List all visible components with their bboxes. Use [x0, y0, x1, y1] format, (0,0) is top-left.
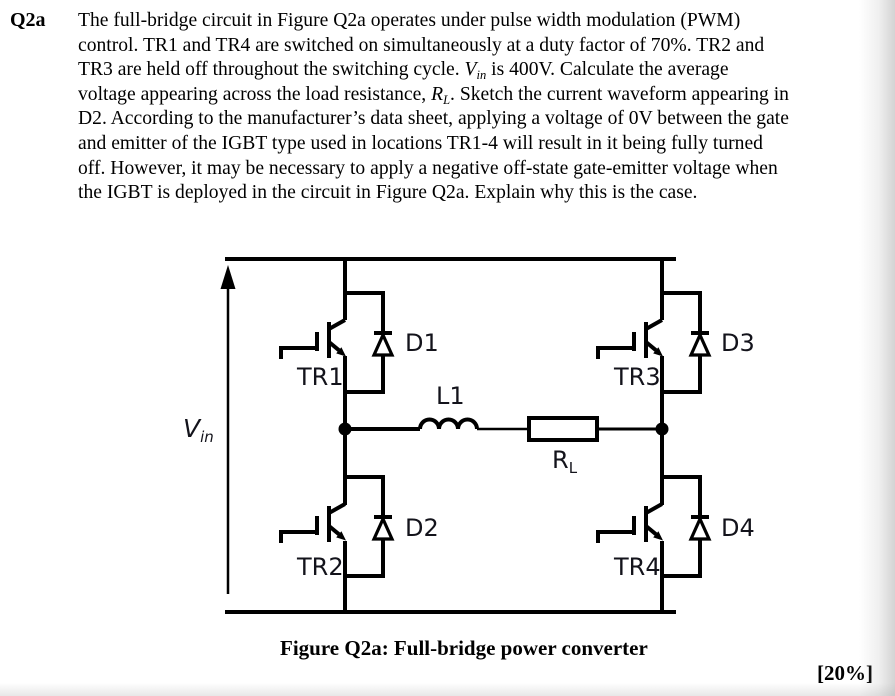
vin-label-subscript: in	[200, 428, 214, 446]
text-segment: D2. According to the manufacturer’s data…	[78, 108, 789, 130]
text-segment: control. TR1 and TR4 are switched on sim…	[78, 34, 765, 56]
question-number: Q2a	[10, 9, 46, 31]
question-line-5: D2. According to the manufacturer’s data…	[78, 107, 878, 132]
rl-subscript: L	[443, 92, 451, 107]
tr4-label: TR4	[614, 553, 661, 581]
tr3-label: TR3	[614, 363, 661, 391]
text-segment: the IGBT is deployed in the circuit in F…	[78, 182, 698, 204]
d1-label: D1	[405, 329, 439, 357]
d4-label: D4	[721, 514, 755, 542]
question-line-2: control. TR1 and TR4 are switched on sim…	[78, 34, 878, 59]
text-segment: is 400V. Calculate the average	[486, 59, 729, 81]
text-segment: The full-bridge circuit in Figure Q2a op…	[78, 10, 741, 31]
question-line-3: TR3 are held off throughout the switchin…	[78, 58, 878, 83]
question-line-4: voltage appearing across the load resist…	[78, 83, 878, 108]
vin-label: Vin	[183, 414, 214, 446]
tr1-label: TR1	[297, 363, 344, 391]
d3-label: D3	[721, 329, 755, 357]
question-line-1: The full-bridge circuit in Figure Q2a op…	[78, 9, 878, 34]
load-resistor-label-subscript: L	[568, 459, 578, 477]
question-line-8: the IGBT is deployed in the circuit in F…	[78, 181, 878, 206]
marks-allocation: [20%]	[817, 661, 873, 685]
question-line-6: and emitter of the IGBT type used in loc…	[78, 132, 878, 157]
vin-symbol: V	[464, 59, 477, 81]
question-line-7: off. However, it may be necessary to app…	[78, 157, 878, 182]
inductor-label: L1	[436, 382, 465, 410]
right-midpoint-node	[655, 422, 669, 436]
question-paragraph: The full-bridge circuit in Figure Q2a op…	[78, 9, 878, 206]
load-resistor-body	[527, 416, 599, 442]
text-segment: and emitter of the IGBT type used in loc…	[78, 132, 763, 154]
text-segment: voltage appearing across the load resist…	[78, 83, 432, 105]
figure-caption: Figure Q2a: Full-bridge power converter	[280, 636, 648, 660]
vin-subscript: in	[476, 68, 487, 83]
rl-symbol: R	[431, 83, 444, 105]
load-resistor-label-base: R	[552, 446, 569, 474]
vin-arrow-head	[220, 265, 236, 289]
text-segment: off. However, it may be necessary to app…	[78, 157, 778, 179]
tr2-label: TR2	[297, 553, 344, 581]
d2-label: D2	[405, 514, 439, 542]
inductor-coil	[418, 417, 479, 430]
text-segment: TR3 are held off throughout the switchin…	[78, 59, 465, 81]
left-midpoint-node	[338, 422, 352, 436]
load-resistor-label: RL	[552, 446, 577, 477]
text-segment: . Sketch the current waveform appearing …	[450, 83, 789, 105]
vin-label-base: V	[183, 414, 201, 443]
